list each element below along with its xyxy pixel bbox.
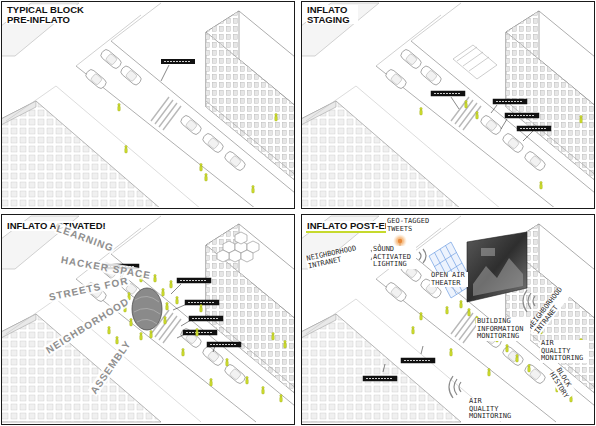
panel-title: TYPICAL BLOCK PRE-INFLATO [6,5,86,24]
street-scene [1,216,294,422]
feature-label: BLOCK HISTORY [547,366,577,401]
diagram-panel: INFLATO ACTIVATED! [1,214,295,425]
feature-label: BUILDING INFORMATION MONITORING [476,318,530,341]
activity-word: HACKER SPACE [59,254,153,281]
street-scene [301,3,594,207]
callout-tags [431,91,551,141]
street-scene [301,216,594,422]
panel-scene [1,3,295,209]
people [108,274,287,402]
panel-title: INFLATO STAGING [306,5,358,24]
intranet-signal [371,244,535,398]
sound-lighting-grid [429,242,473,298]
people [118,103,278,193]
panel-scene [301,216,595,422]
callout-tags [363,346,435,381]
feature-label: OPEN AIR THEATER [430,272,468,287]
feature-label: AIR QUALITY MONITORING [468,398,516,421]
panel-scene [1,216,295,422]
inflatable-pavilion [132,288,162,330]
callout-tags [161,59,195,81]
street-scene [1,3,294,207]
diagram-panel: TYPICAL BLOCK PRE-INFLATO [1,1,295,209]
feature-label: NEIGHBORHOOD INTRANET [527,283,573,336]
people [420,100,583,189]
diagram-panel: INFLATO STAGING [301,1,595,209]
feature-label: AIR QUALITY MONITORING [540,340,588,363]
activity-word: LEARNING [54,222,116,254]
open-air-screen [467,232,527,302]
feature-label: SOUND ACTIVATED LIGHTING [372,246,416,269]
panel-scene [301,3,595,209]
hexagon-canopy [217,232,259,262]
feature-label: GEO-TAGGED TWEETS [386,218,434,233]
staging-fence [453,45,497,79]
tweet-markers [393,234,553,359]
feature-label: NEIGHBORHOOD INTRANET [305,244,363,270]
activity-word: ASSEMBLY [87,337,133,396]
